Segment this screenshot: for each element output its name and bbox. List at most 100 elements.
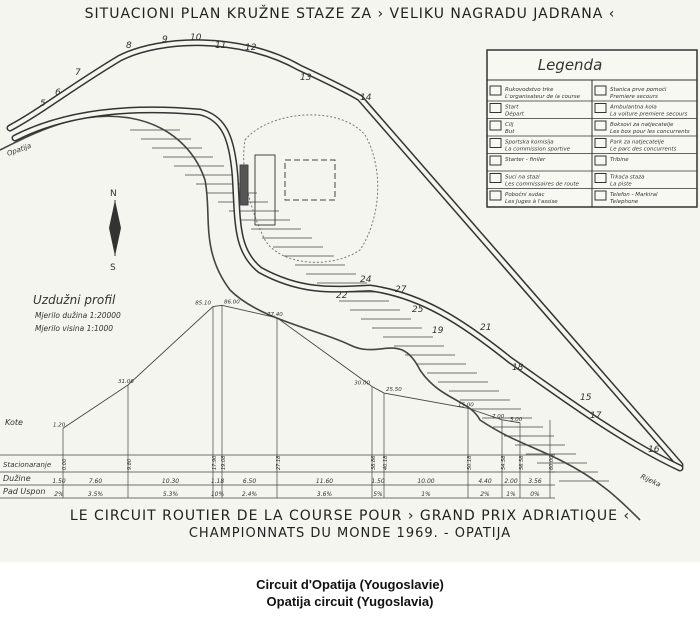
length-label: 7.60 — [89, 478, 103, 485]
legend-item-label: Starter - finiler — [505, 157, 546, 163]
race-track — [6, 39, 684, 472]
figure-caption: Circuit d'Opatija (Yougoslavie) Opatija … — [0, 562, 700, 620]
marker-label-24: 24 — [360, 275, 372, 285]
marker-label-17: 17 — [590, 411, 602, 421]
sport-commission-icon — [489, 138, 502, 148]
grade-label: 3.5% — [88, 491, 104, 498]
profile-row-label: Kote — [5, 418, 23, 427]
legend-item-sublabel: Les box pour les concurrents — [610, 129, 690, 135]
legend-item-sublabel: Les commissaires de route — [505, 182, 579, 188]
legend-item: Tribine — [594, 155, 629, 166]
elevation-label: 25.50 — [386, 387, 402, 393]
station-label: 38.86 — [371, 456, 377, 470]
legend-item-label: Suci na stazi — [505, 175, 540, 181]
station-label: 17.90 — [212, 456, 218, 470]
marker-label-15: 15 — [580, 393, 592, 403]
station-label: 0.00 — [62, 459, 68, 470]
profile-line — [62, 304, 521, 429]
compass-icon: N S — [109, 189, 121, 273]
park-icon — [594, 138, 607, 148]
legend-item-sublabel: But — [505, 129, 515, 135]
legend-item-label: Sportska komisija — [505, 140, 554, 146]
buildings — [239, 154, 336, 226]
grade-label: 0% — [530, 491, 540, 498]
length-label: 1.50 — [52, 478, 66, 485]
legend-item-sublabel: Les Juges à l'assise — [505, 198, 558, 205]
length-label: 4.40 — [478, 478, 492, 485]
profile-row-label: Pad Uspon — [3, 487, 45, 496]
legend-item-label: Start — [505, 105, 519, 111]
legend-item-label: Tribine — [610, 157, 629, 163]
subtitle-french: LE CIRCUIT ROUTIER DE LA COURSE POUR › G… — [69, 508, 631, 524]
elevation-label: 30.00 — [354, 381, 370, 387]
elevation-label: 31.06 — [118, 379, 134, 385]
subtitle-championship: CHAMPIONNATS DU MONDE 1969. - OPATIJA — [188, 526, 512, 541]
starter-icon — [489, 155, 502, 166]
ambulance-icon — [594, 103, 607, 113]
marshal-icon — [489, 173, 502, 183]
legend-item-label: Telefon - Markiral — [610, 192, 658, 198]
length-label: 10.30 — [162, 478, 179, 485]
grandstand-icon — [594, 155, 607, 166]
marker-label-25: 25 — [412, 305, 424, 315]
station-label: 50.18 — [467, 456, 473, 470]
grade-label: 1% — [506, 491, 516, 498]
place-name-rijeka: Rijeka — [639, 473, 662, 489]
length-label: 1.18 — [211, 478, 225, 485]
legend-item-label: Pobočni sudac — [505, 191, 545, 198]
length-label: 1.50 — [371, 478, 385, 485]
grade-label: 2% — [54, 491, 64, 498]
elevation-label: 77.40 — [267, 312, 283, 318]
elevation-label: 7.00 — [492, 414, 505, 420]
profile-row-label: Stacionaranje — [3, 461, 51, 469]
marker-label-10: 10 — [190, 33, 202, 43]
grade-label: 3.6% — [317, 491, 333, 498]
place-name-opatija: Opatija — [6, 142, 32, 158]
elevation-label: 85.10 — [195, 301, 211, 307]
legend-item-label: Park za natjecatelje — [610, 140, 665, 146]
longitudinal-profile: Uzdužni profil Mjerilo dužina 1:20000 Mj… — [0, 293, 555, 499]
marker-label-19: 19 — [432, 326, 444, 336]
legend-item-sublabel: L'organisateur de la course — [505, 94, 581, 100]
station-label: 40.18 — [383, 456, 389, 470]
legend-title: Legenda — [538, 56, 603, 74]
marker-label-16: 16 — [648, 445, 660, 455]
elevation-label: 15.00 — [458, 402, 474, 408]
legend-item-label: Boksovi za natjecatelje — [610, 122, 674, 128]
station-label: 19.08 — [221, 456, 227, 470]
station-label: 27.18 — [276, 456, 282, 470]
elevation-label: 86.00 — [224, 299, 240, 305]
marker-label-9: 9 — [162, 35, 168, 45]
station-label: 60.00 — [549, 456, 555, 470]
profile-scale-height: Mjerilo visina 1:1000 — [35, 324, 113, 333]
grade-label: 10% — [211, 491, 225, 498]
marker-label-18: 18 — [512, 363, 524, 373]
length-label: 10.00 — [417, 478, 434, 485]
length-label: 6.50 — [243, 478, 257, 485]
legend-item: Starter - finiler — [489, 155, 546, 166]
profile-row-label: Dužine — [3, 474, 31, 483]
legend-item-sublabel: La voiture premiere secours — [610, 112, 688, 118]
elevation-label: 1.20 — [53, 422, 66, 428]
station-label: 56.58 — [519, 456, 525, 470]
legend-item-label: Rukovodstvo trke — [505, 87, 554, 93]
marker-label-27: 27 — [395, 285, 407, 295]
pit-icon — [594, 120, 607, 131]
length-label: 11.60 — [316, 478, 333, 485]
telephone-icon — [594, 190, 607, 201]
legend-item-sublabel: Le parc des concurrents — [610, 147, 677, 153]
legend-item-sublabel: Telephone — [610, 199, 639, 205]
caption-french: Circuit d'Opatija (Yougoslavie) — [256, 577, 444, 592]
